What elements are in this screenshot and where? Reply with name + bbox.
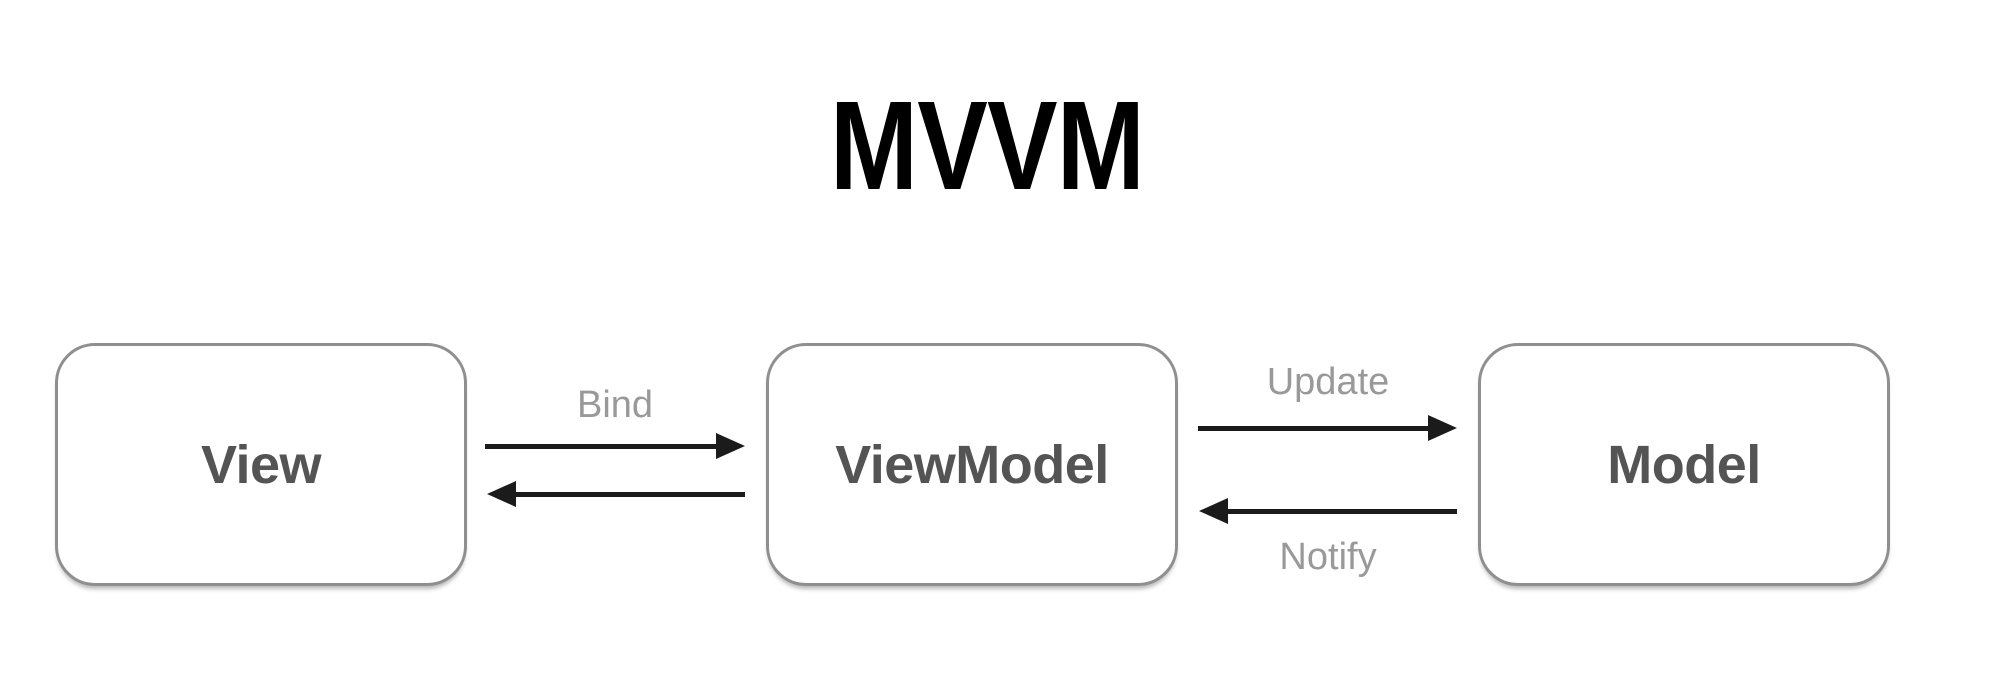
- bind-back-arrow: [487, 481, 745, 507]
- arrow-head-left-icon: [487, 481, 516, 507]
- node-viewmodel: ViewModel: [766, 343, 1178, 586]
- arrow-shaft: [485, 443, 716, 449]
- node-model-label: Model: [1607, 434, 1761, 495]
- update-arrow: [1198, 415, 1457, 441]
- bind-forward-arrow: [485, 433, 745, 459]
- node-viewmodel-label: ViewModel: [835, 434, 1109, 495]
- edge-label-bind: Bind: [576, 384, 654, 426]
- arrow-head-right-icon: [716, 433, 745, 459]
- arrow-shaft: [1228, 508, 1457, 514]
- diagram-title: MVVM: [829, 75, 1145, 216]
- notify-arrow: [1199, 498, 1457, 524]
- node-view: View: [55, 343, 467, 586]
- arrow-shaft: [516, 491, 745, 497]
- arrow-shaft: [1198, 425, 1428, 431]
- arrow-head-left-icon: [1199, 498, 1228, 524]
- node-view-label: View: [200, 434, 322, 495]
- edge-label-update: Update: [1266, 361, 1390, 403]
- arrow-head-right-icon: [1428, 415, 1457, 441]
- node-model: Model: [1478, 343, 1890, 586]
- edge-label-notify: Notify: [1279, 536, 1377, 578]
